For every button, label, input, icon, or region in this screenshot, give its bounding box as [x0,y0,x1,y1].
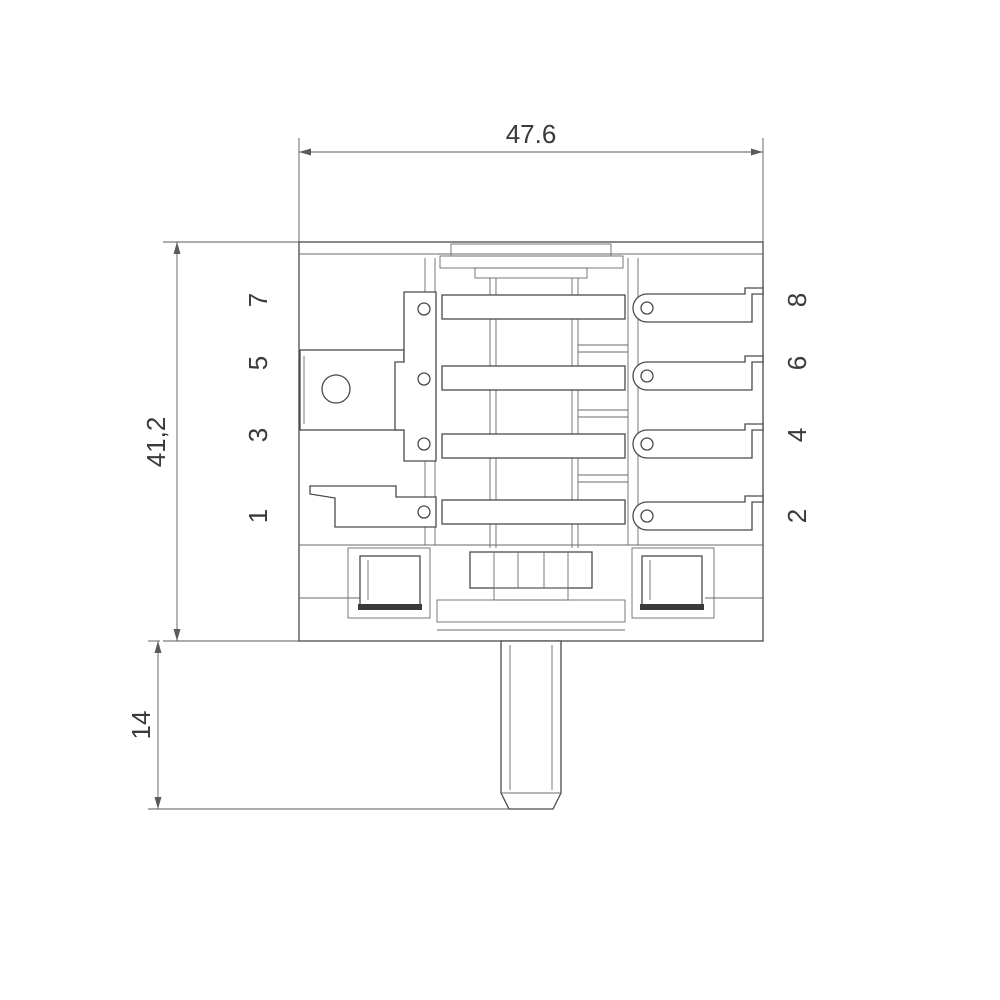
terminal-label-6: 6 [782,356,812,370]
terminal-label-4: 4 [782,428,812,442]
height-dimension-label: 41,2 [141,417,171,468]
left-terminal-labels: 7 5 3 1 [243,293,273,523]
terminal-label-7: 7 [243,293,273,307]
terminal-hole-icon [640,509,654,523]
terminal-label-1: 1 [243,509,273,523]
terminal-4 [632,423,764,459]
terminal-hole-icon [417,372,431,386]
terminal-2 [632,495,764,531]
right-terminals [632,287,764,531]
width-dimension-label: 47.6 [506,119,557,149]
terminal-label-5: 5 [243,356,273,370]
mounting-bracket [299,349,405,431]
terminal-label-3: 3 [243,428,273,442]
terminal-hole-icon [417,437,431,451]
mounting-hole-icon [321,374,351,404]
bottom-clips [347,547,715,631]
contact-bars [441,294,626,525]
shaft-dimension: 14 [126,640,520,810]
height-dimension: 41,2 [141,241,299,642]
shaft-dimension-label: 14 [126,711,156,740]
terminal-hole-icon [640,369,654,383]
terminal-hole-icon [640,437,654,451]
terminal-hole-icon [417,302,431,316]
terminal-hole-icon [417,505,431,519]
left-terminals [309,291,437,528]
shaft [500,640,562,810]
terminal-6 [632,355,764,391]
width-dimension: 47.6 [298,119,764,242]
terminal-label-2: 2 [782,509,812,523]
right-terminal-labels: 8 6 4 2 [782,293,812,523]
terminal-hole-icon [640,301,654,315]
terminal-label-8: 8 [782,293,812,307]
terminal-8 [632,287,764,323]
